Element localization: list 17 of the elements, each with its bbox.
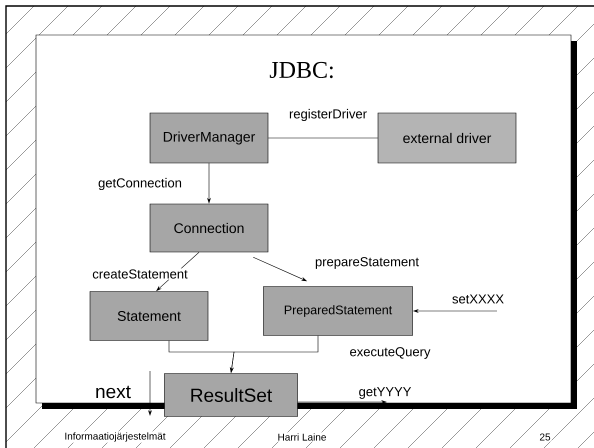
- class-box: DriverManager: [150, 112, 268, 164]
- edge-label: registerDriver: [288, 108, 368, 122]
- class-box: PreparedStatement: [263, 286, 413, 336]
- class-box: ResultSet: [164, 373, 298, 417]
- step-label: next: [96, 386, 131, 398]
- edge-label: createStatement: [91, 268, 189, 280]
- footer-text: Informaatiojärjestelmät: [63, 431, 167, 443]
- class-box: Connection: [150, 204, 268, 252]
- footer-text: 25: [538, 432, 552, 442]
- class-box: Statement: [90, 291, 208, 341]
- class-box: external driver: [378, 112, 516, 164]
- title: JDBC:: [270, 62, 333, 78]
- edge-label: getYYYY: [358, 386, 412, 400]
- edge-label: executeQuery: [348, 346, 432, 360]
- edge-label: prepareStatement: [314, 256, 420, 270]
- footer-text: Harri Laine: [276, 432, 328, 442]
- edge-label: getConnection: [97, 176, 183, 192]
